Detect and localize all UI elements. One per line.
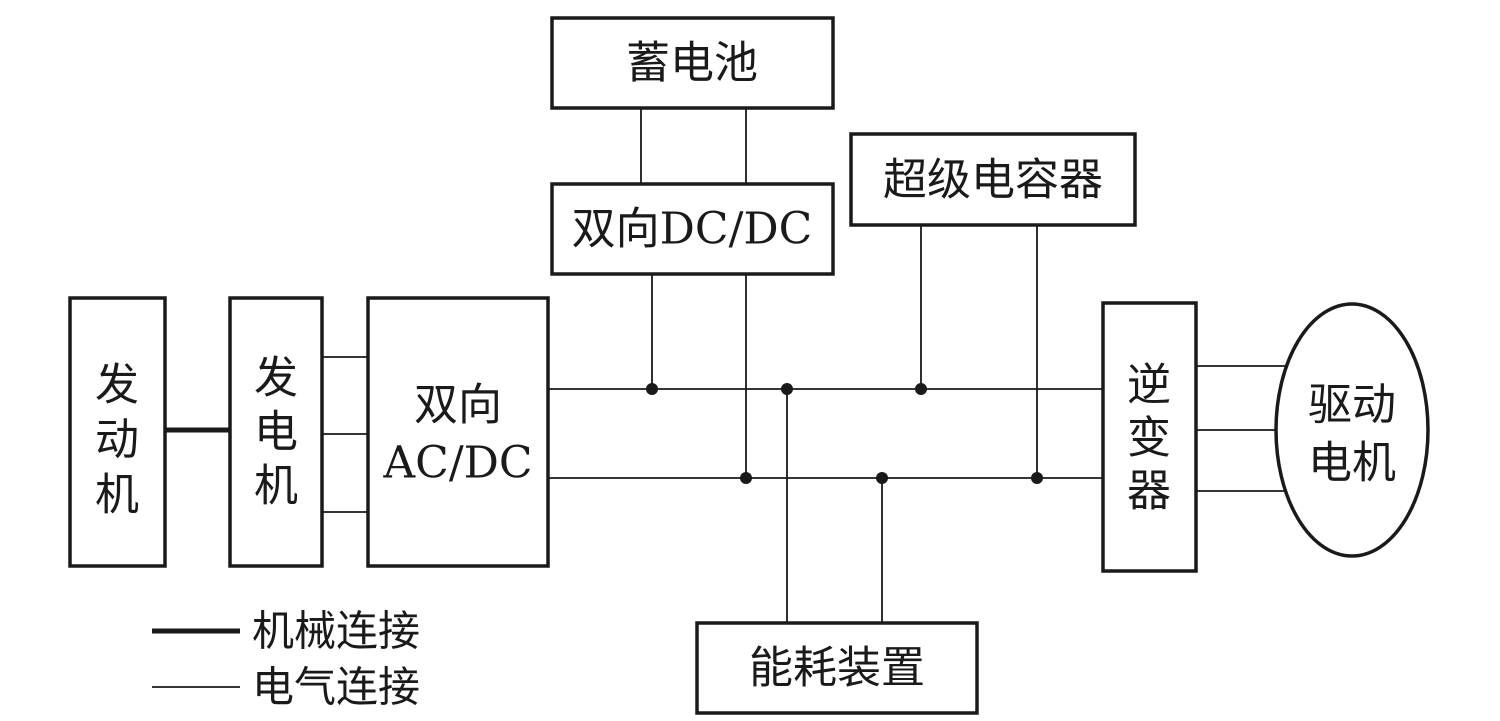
bidirectional-dcdc-block: 双向DC/DC	[550, 182, 835, 276]
junction-dot	[915, 383, 927, 395]
drive-motor-block: 驱动 电机	[1274, 302, 1430, 558]
legend: 机械连接 电气连接	[152, 607, 420, 712]
legend-electrical-label: 电气连接	[252, 663, 420, 712]
inverter-label-char-3: 器	[1127, 466, 1171, 517]
battery-block: 蓄电池	[550, 16, 835, 110]
engine-label-char-1: 发	[95, 360, 139, 411]
engine-label-char-2: 动	[95, 415, 139, 466]
battery-label: 蓄电池	[626, 38, 758, 89]
generator-label-char-1: 发	[254, 353, 298, 404]
supercapacitor-label: 超级电容器	[883, 155, 1103, 206]
junction-dot	[740, 472, 752, 484]
bidirectional-dcdc-label: 双向DC/DC	[572, 204, 813, 255]
legend-mechanical-label: 机械连接	[252, 607, 420, 656]
engine-label-char-3: 机	[95, 470, 139, 521]
bidirectional-acdc-label-line-2: AC/DC	[382, 438, 532, 489]
generator-label-char-3: 机	[254, 461, 298, 512]
junction-dot	[646, 383, 658, 395]
inverter-label-char-1: 逆	[1127, 360, 1171, 411]
junction-dot	[1031, 472, 1043, 484]
drive-motor-label-line-2: 电机	[1308, 438, 1396, 489]
bidirectional-acdc-block: 双向 AC/DC	[366, 296, 550, 568]
energy-dissipation-label: 能耗装置	[749, 643, 925, 694]
energy-dissipation-block: 能耗装置	[695, 621, 979, 715]
engine-block: 发 动 机	[68, 296, 167, 568]
inverter-block: 逆 变 器	[1101, 301, 1198, 573]
supercapacitor-block: 超级电容器	[849, 132, 1137, 227]
bidirectional-acdc-label-line-1: 双向	[414, 380, 502, 431]
inverter-label-char-2: 变	[1127, 413, 1171, 464]
generator-label-char-2: 电	[254, 407, 298, 458]
drive-motor-label-line-1: 驱动	[1308, 380, 1396, 431]
junction-dot	[876, 472, 888, 484]
junction-dot	[781, 383, 793, 395]
generator-block: 发 电 机	[228, 296, 324, 568]
